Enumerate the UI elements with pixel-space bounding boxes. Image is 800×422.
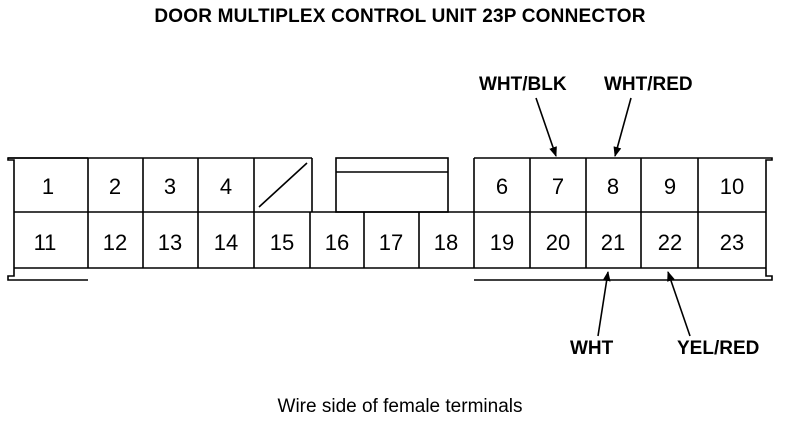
terminal-number: 13: [158, 230, 182, 255]
arrow-pin-7: [535, 97, 557, 157]
wire-label-pin-7: WHT/BLK: [479, 74, 567, 95]
diagram-title: DOOR MULTIPLEX CONTROL UNIT 23P CONNECTO…: [154, 6, 646, 27]
connector-outline-right: [474, 157, 773, 281]
terminal-number: 15: [270, 230, 294, 255]
terminal-number: 20: [546, 230, 570, 255]
terminal-number: 1: [42, 174, 54, 199]
terminal-number: 11: [34, 230, 57, 255]
terminal-number: 6: [496, 174, 508, 199]
terminal-number: 9: [664, 174, 676, 199]
diagram-caption: Wire side of female terminals: [277, 396, 523, 417]
terminal-number: 14: [214, 230, 238, 255]
terminal-number: 10: [720, 174, 744, 199]
wire-label-pin-21: WHT: [570, 338, 614, 359]
connector-housing: [7, 157, 773, 281]
terminal-number: 7: [552, 174, 564, 199]
terminal-number: 2: [109, 174, 121, 199]
terminal-number: 4: [220, 174, 232, 199]
terminal-number: 17: [379, 230, 403, 255]
wire-label-pin-8: WHT/RED: [604, 74, 693, 95]
top-row-terminals: 1 2 3 4 6 7 8 9 10: [42, 174, 744, 199]
terminal-number: 16: [325, 230, 349, 255]
arrow-pin-8: [613, 97, 632, 157]
wire-label-pin-22: YEL/RED: [677, 338, 760, 359]
terminal-number: 19: [490, 230, 514, 255]
terminal-number: 3: [164, 174, 176, 199]
terminal-number: 23: [720, 230, 744, 255]
terminal-number: 18: [434, 230, 458, 255]
bottom-row-terminals: 11 12 13 14 15 16 17 18 19 20 21 22 23: [34, 230, 745, 255]
terminal-number: 8: [607, 174, 619, 199]
arrow-pin-21: [597, 271, 611, 337]
terminal-number: 12: [103, 230, 127, 255]
terminal-number: 22: [658, 230, 682, 255]
unused-terminal-5-slash: [258, 162, 308, 208]
arrow-pin-22: [667, 271, 691, 337]
terminal-number: 21: [601, 230, 625, 255]
connector-lock-tab: [335, 157, 449, 213]
